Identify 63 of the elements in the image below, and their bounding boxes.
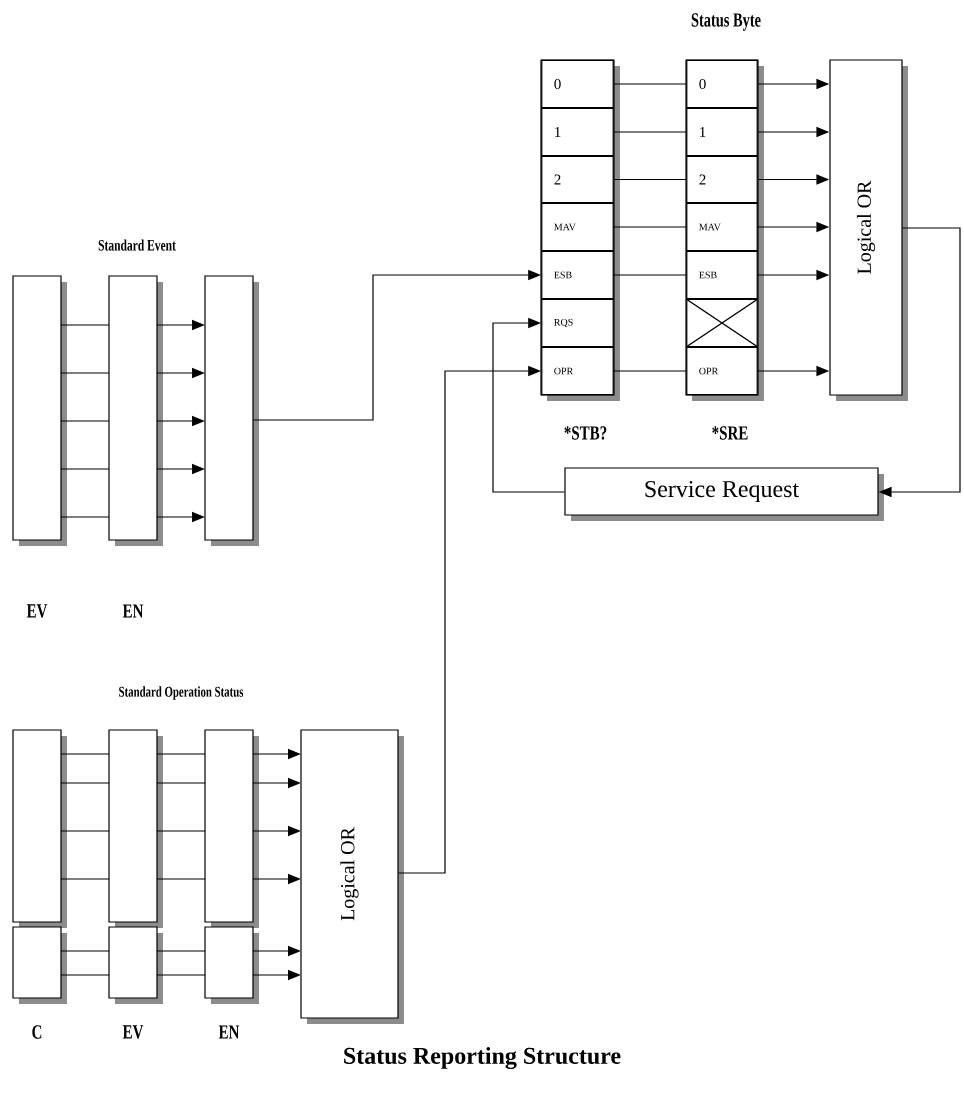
register-box [540, 59, 620, 401]
register-cell: 2 [686, 155, 758, 204]
connector-line [60, 468, 110, 470]
register-box [12, 926, 67, 1004]
register-cell: OPR [686, 346, 758, 396]
register-box [12, 729, 67, 928]
column-label: *SRE [712, 426, 748, 440]
column-label: EN [122, 604, 144, 618]
connector-line [60, 782, 110, 784]
register-cell: MAV [686, 202, 758, 252]
connector-line [156, 782, 206, 784]
register-cell: 0 [686, 59, 758, 109]
register-cell: 2 [541, 155, 614, 204]
register-cell: MAV [541, 202, 614, 252]
column-label: EV [26, 604, 48, 618]
connector-line [156, 753, 206, 755]
register-box [12, 275, 67, 546]
logic-or-box: Logical OR [829, 59, 908, 401]
arrow [492, 317, 565, 493]
connector-line [613, 370, 687, 372]
connector-line [60, 516, 110, 518]
section-heading: Standard Operation Status [119, 686, 244, 700]
connector-line [613, 131, 687, 133]
column-label: EN [218, 1025, 240, 1039]
connector-line [156, 878, 206, 880]
caption: Status Reporting Structure [344, 1047, 621, 1069]
connector-line [60, 324, 110, 326]
logic-or-box: Logical OR [300, 729, 404, 1024]
column-label: C [32, 1025, 42, 1039]
connector-line [60, 950, 110, 952]
connector-line [60, 372, 110, 374]
register-cell: ESB [541, 250, 614, 300]
register-box [108, 926, 163, 1004]
crossed-cell [686, 298, 758, 348]
register-box [204, 275, 259, 546]
section-heading: Standard Event [98, 239, 176, 251]
register-cell: 1 [541, 107, 614, 157]
register-cell: ESB [686, 250, 758, 300]
register-box [204, 729, 259, 928]
register-box [685, 59, 764, 401]
connector-line [156, 830, 206, 832]
register-cell: OPR [541, 346, 614, 396]
process-box: Service Request [564, 467, 884, 521]
column-label: *STB? [564, 426, 607, 440]
register-cell: 1 [686, 107, 758, 157]
register-box [204, 926, 259, 1004]
connector-line [60, 878, 110, 880]
connector-line [60, 830, 110, 832]
connector-line [60, 974, 110, 976]
connector-line [60, 753, 110, 755]
connector-line [613, 178, 687, 181]
register-box [108, 729, 163, 928]
column-label: EV [122, 1025, 144, 1039]
connector-line [613, 226, 687, 228]
register-box [108, 275, 163, 546]
connector-line [613, 83, 687, 85]
register-cell: RQS [541, 298, 614, 348]
section-heading: Status Byte [691, 13, 761, 31]
connector-line [156, 950, 206, 952]
connector-line [60, 420, 110, 422]
register-cell: 0 [541, 59, 614, 109]
connector-line [156, 974, 206, 976]
connector-line [613, 274, 687, 276]
